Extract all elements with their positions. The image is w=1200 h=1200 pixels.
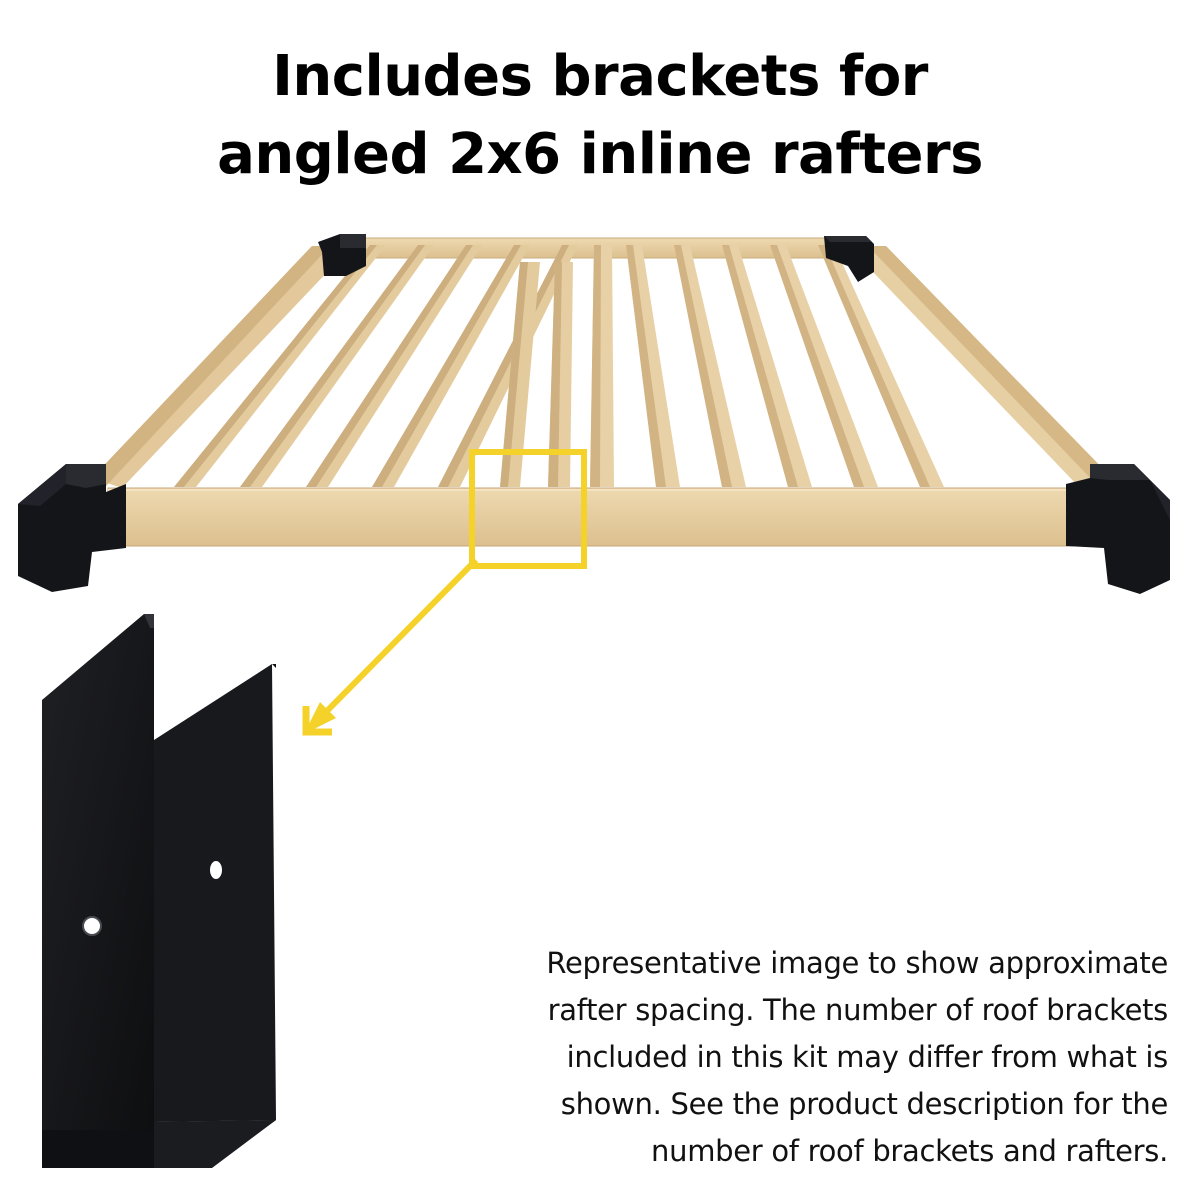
rafter-bracket-illustration: [42, 614, 276, 1168]
corner-bracket-front-left: [18, 464, 126, 592]
note-line-2: rafter spacing. The number of roof brack…: [547, 993, 1169, 1027]
note-line-4: shown. See the product description for t…: [560, 1087, 1169, 1121]
corner-bracket-back-left: [318, 234, 366, 276]
highlight-box: [469, 449, 587, 569]
note-line-3: included in this kit may differ from wha…: [566, 1040, 1169, 1074]
headline-line-2: angled 2x6 inline rafters: [217, 122, 983, 187]
headline-line-1: Includes brackets for: [272, 44, 928, 109]
rafters: [174, 245, 944, 487]
bracket-hole-right: [210, 861, 222, 879]
corner-bracket-back-right: [824, 236, 874, 282]
corner-bracket-front-right: [1066, 464, 1170, 594]
callout-arrow-icon: [302, 557, 479, 736]
note-line-1: Representative image to show approximate: [546, 946, 1168, 980]
pergola-rafter-frame-illustration: [18, 234, 1170, 594]
headline: Includes brackets for angled 2x6 inline …: [0, 38, 1200, 194]
note-line-5: number of roof brackets and rafters.: [651, 1134, 1168, 1168]
bracket-hole-left: [83, 917, 101, 935]
disclaimer-note: Representative image to show approximate…: [448, 940, 1168, 1175]
